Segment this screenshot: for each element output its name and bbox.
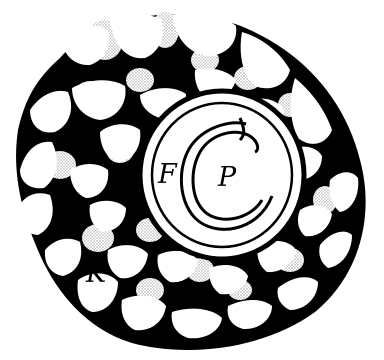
label-f: F bbox=[157, 159, 178, 190]
label-k: K bbox=[85, 258, 108, 289]
label-p: P bbox=[217, 162, 237, 193]
